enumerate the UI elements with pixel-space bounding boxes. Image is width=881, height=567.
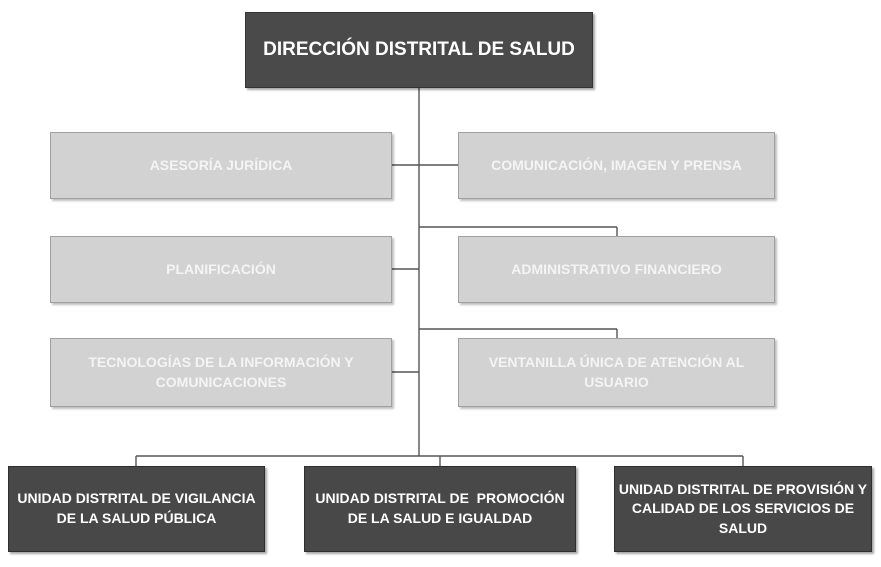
direccion-distrital-label: DIRECCIÓN DISTRITAL DE SALUD [263, 38, 575, 60]
provision-label-line-1: UNIDAD DISTRITAL DE PROVISIÓN Y [618, 480, 868, 497]
comunicacion-imagen-prensa-box: COMUNICACIÓN, IMAGEN Y PRENSA [458, 132, 775, 199]
tecnologias-label-line-2: COMUNICACIONES [155, 373, 287, 390]
tecnologias-informacion-box: TECNOLOGÍAS DE LA INFORMACIÓN Y COMUNICA… [50, 338, 392, 407]
ventanilla-label-line-1: VENTANILLA ÚNICA DE ATENCIÓN AL [488, 353, 745, 370]
provision-label-line-2: CALIDAD DE LOS SERVICIOS DE [631, 500, 855, 517]
planificacion-box: PLANIFICACIÓN [50, 236, 392, 303]
provision-label-line-3: SALUD [718, 519, 768, 536]
administrativo-financiero-box: ADMINISTRATIVO FINANCIERO [458, 236, 775, 303]
ventanilla-label-line-2: USUARIO [584, 373, 649, 390]
unidad-provision-box: UNIDAD DISTRITAL DE PROVISIÓN Y CALIDAD … [614, 466, 872, 552]
planificacion-label: PLANIFICACIÓN [166, 260, 276, 277]
vigilancia-label-line-1: UNIDAD DISTRITAL DE VIGILANCIA [17, 490, 256, 507]
promocion-label-line-2: DE LA SALUD E IGUALDAD [347, 510, 533, 526]
unidad-vigilancia-box: UNIDAD DISTRITAL DE VIGILANCIA DE LA SAL… [8, 466, 265, 552]
asesoria-juridica-label: ASESORÍA JURÍDICA [149, 156, 293, 173]
administrativo-label: ADMINISTRATIVO FINANCIERO [511, 260, 722, 277]
vigilancia-label-line-2: DE LA SALUD PÚBLICA [56, 510, 217, 526]
promocion-label-line-1: UNIDAD DISTRITAL DE PROMOCIÓN [315, 490, 565, 507]
tecnologias-label-line-1: TECNOLOGÍAS DE LA INFORMACIÓN Y [88, 353, 354, 370]
ventanilla-unica-box: VENTANILLA ÚNICA DE ATENCIÓN AL USUARIO [458, 338, 775, 407]
asesoria-juridica-box: ASESORÍA JURÍDICA [50, 132, 392, 199]
unidad-promocion-box: UNIDAD DISTRITAL DE PROMOCIÓN DE LA SALU… [304, 466, 576, 552]
comunicacion-label: COMUNICACIÓN, IMAGEN Y PRENSA [491, 156, 742, 173]
direccion-distrital-box: DIRECCIÓN DISTRITAL DE SALUD [245, 12, 593, 88]
